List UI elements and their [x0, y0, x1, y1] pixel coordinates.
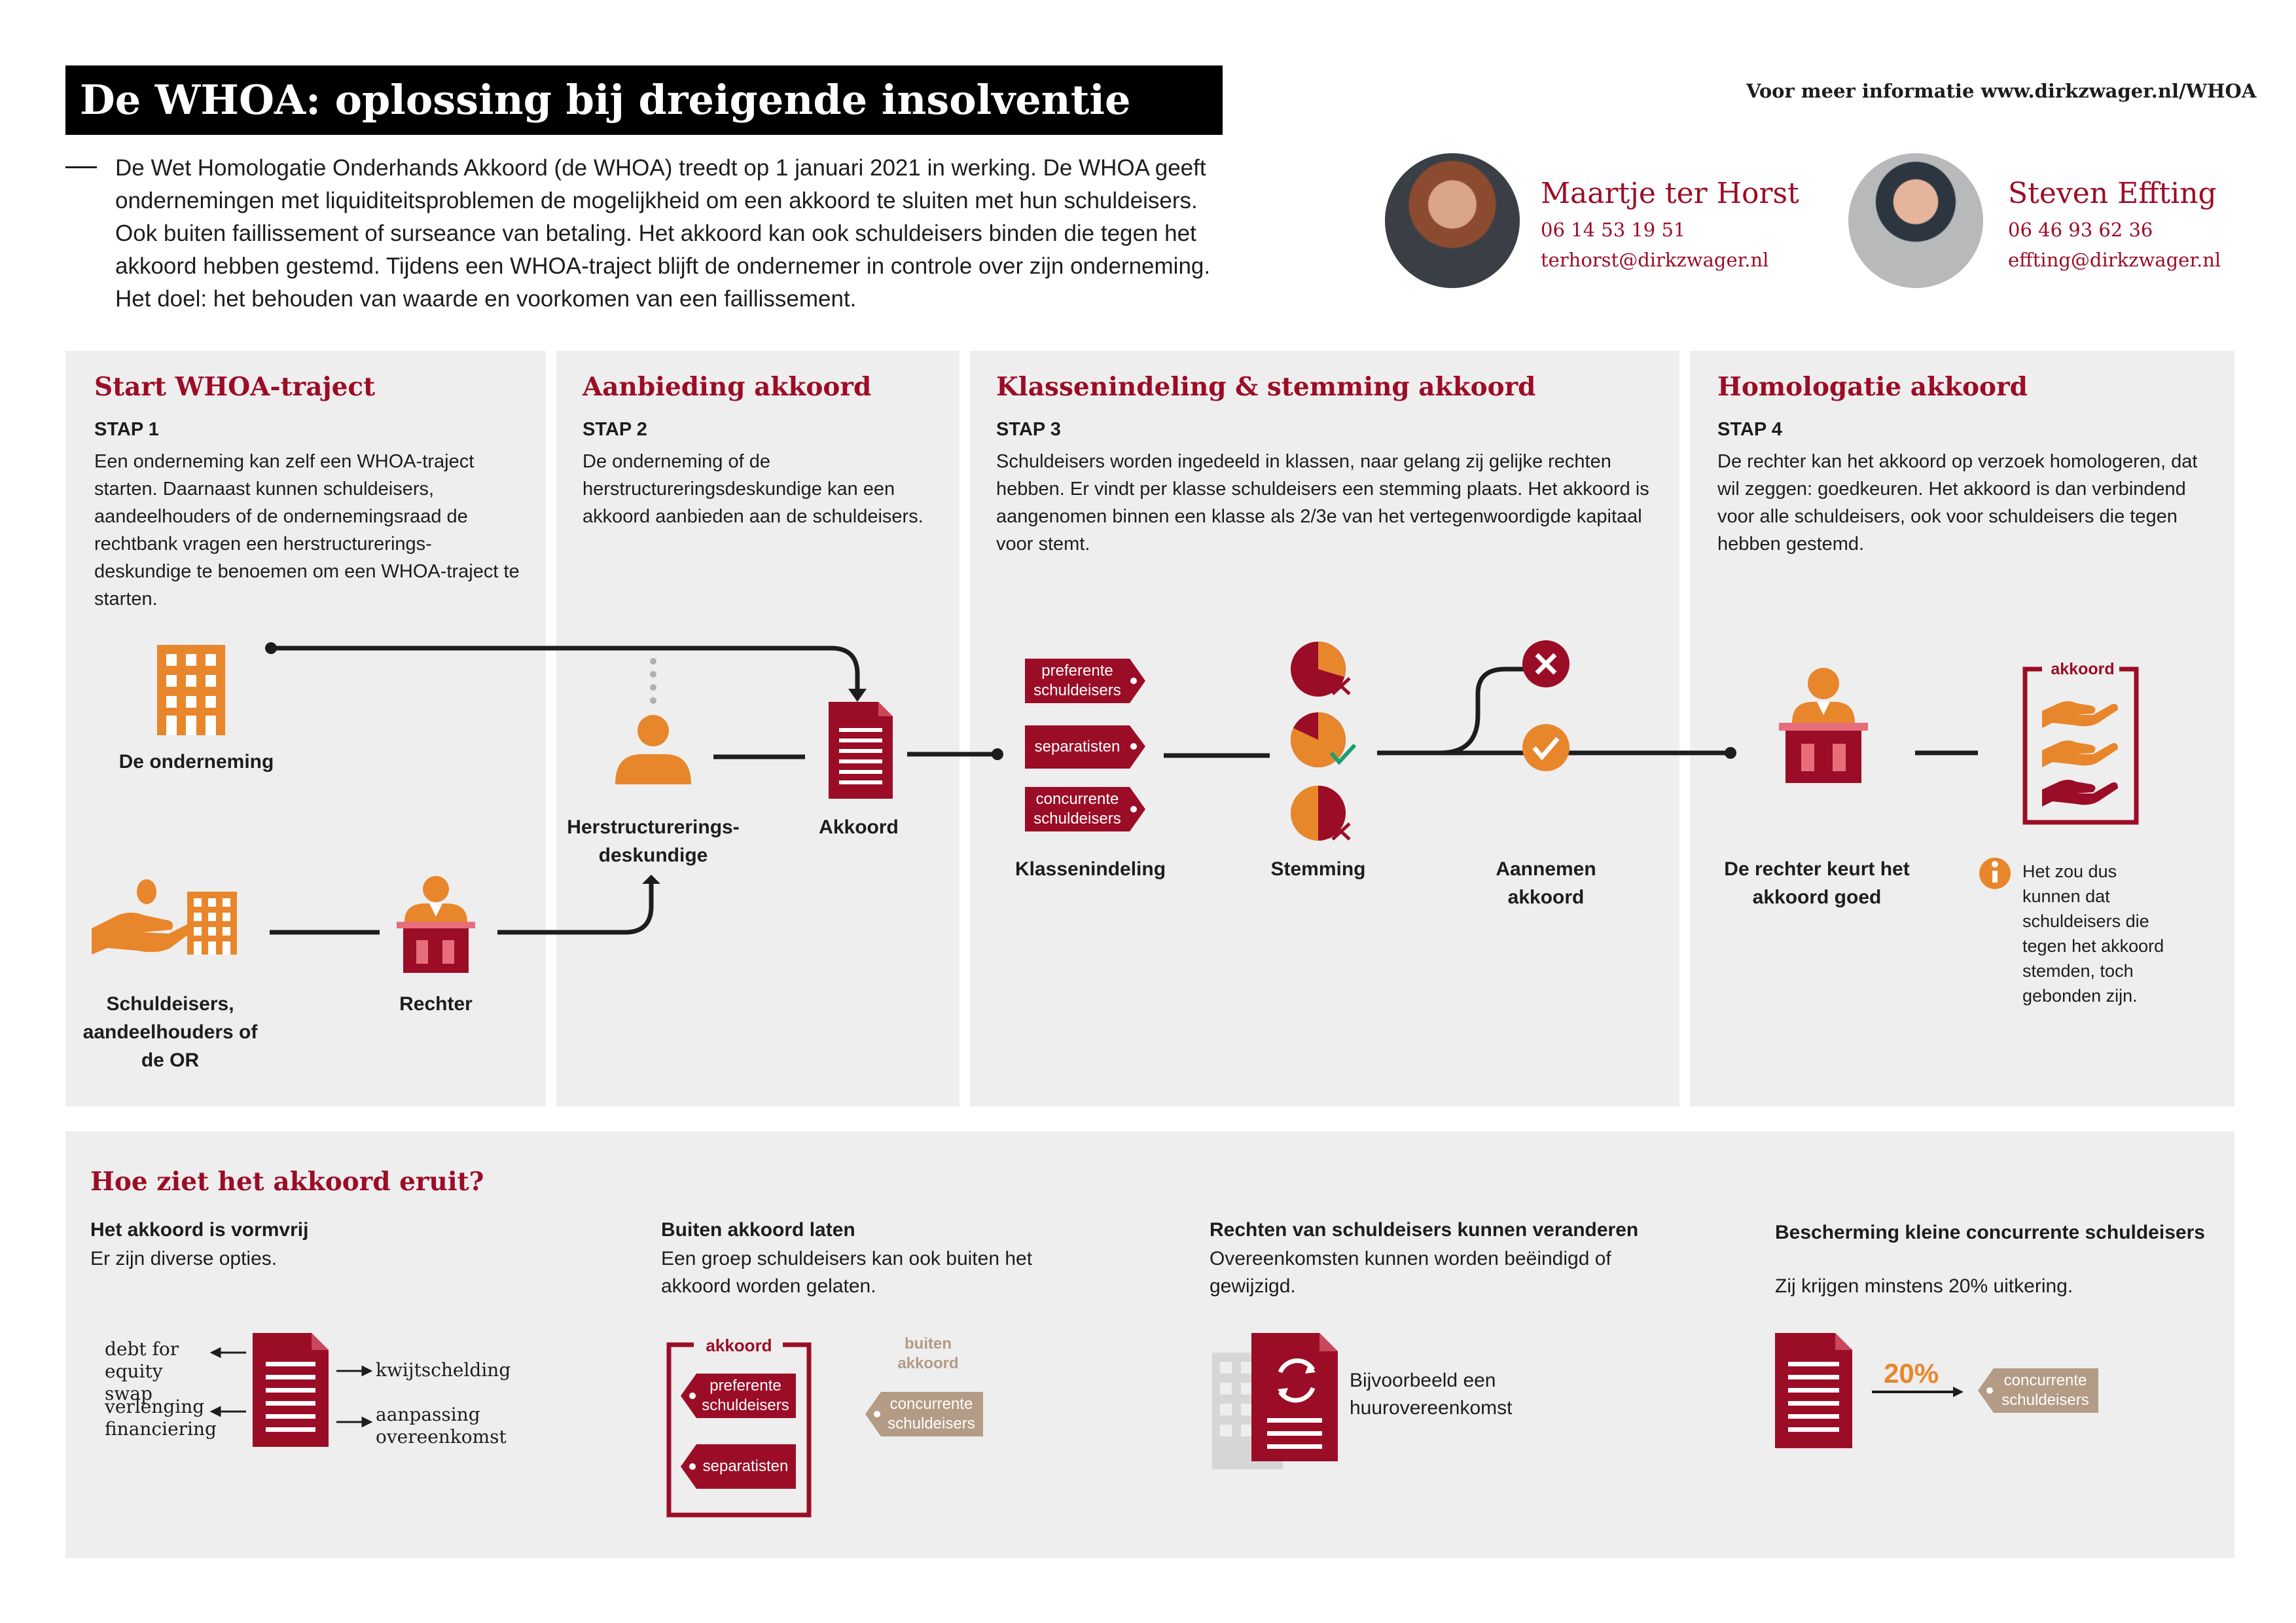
- avatar-2: [1848, 153, 1983, 288]
- pie-icon-2: [1290, 712, 1357, 767]
- bottom-col-4-heading: Bescherming kleine concurrente schuldeis…: [1775, 1222, 2205, 1243]
- document-refresh-icon: [1251, 1333, 1338, 1461]
- judge-icon-2: [1779, 668, 1868, 783]
- bottom-col-1-text: Er zijn diverse opties.: [90, 1248, 278, 1269]
- info-icon: [1979, 858, 2011, 889]
- hand-coin-icon: [92, 879, 196, 955]
- tag-in-label-1: preferente schuldeisers: [702, 1377, 789, 1414]
- dotted-line: [650, 658, 656, 704]
- tag-in-preferente: [681, 1374, 796, 1418]
- option-arrows: [209, 1347, 373, 1428]
- arrow-right-icon: [1872, 1387, 1964, 1397]
- tag-protected-label: concurrente schuldeisers: [2001, 1372, 2089, 1409]
- dot-start: [265, 642, 277, 654]
- label-deskundige: Herstructurerings-deskundige: [567, 816, 740, 866]
- judge-icon: [397, 876, 475, 973]
- label-rechter: Rechter: [399, 993, 473, 1015]
- contact-2-email[interactable]: effting@dirkzwager.nl: [2008, 249, 2221, 271]
- person-icon: [615, 715, 691, 784]
- bottom-col-3-text: Overeenkomsten kunnen worden beëindigd o…: [1210, 1248, 1611, 1297]
- tag-label-separatisten: separatisten: [1034, 738, 1121, 756]
- step-1-title: Start WHOA-traject: [94, 372, 376, 402]
- step-3-text: Schuldeisers worden ingedeeld in klassen…: [996, 451, 1649, 555]
- step-4-text: De rechter kan het akkoord op verzoek ho…: [1717, 451, 2198, 555]
- example-text: Bijvoorbeeld een huurovereenkomst: [1350, 1370, 1513, 1419]
- page-title: De WHOA: oplossing bij dreigende insolve…: [65, 65, 1223, 135]
- label-klassenindeling: Klassenindeling: [1014, 858, 1166, 880]
- panel-bottom: [65, 1131, 2234, 1558]
- tag-concurrente: [1025, 787, 1145, 831]
- tag-preferente: [1025, 659, 1145, 703]
- intro-text: De Wet Homologatie Onderhands Akkoord (d…: [115, 155, 1211, 312]
- document-icon-bottom-4: [1775, 1333, 1852, 1448]
- intro-dash: [65, 166, 97, 168]
- step-3-label: STAP 3: [996, 419, 1061, 440]
- building-icon: [157, 645, 225, 735]
- arrow-head-deskundige: [642, 875, 660, 884]
- label-rechter-keurt: De rechter keurt het akkoord goed: [1724, 858, 1910, 908]
- buiten-label: buiten akkoord: [897, 1335, 959, 1372]
- tag-protected-concurrente: [1978, 1368, 2098, 1413]
- option-verlenging: verlenging financiering: [105, 1396, 217, 1440]
- bottom-title: Hoe ziet het akkoord eruit?: [90, 1167, 484, 1197]
- label-akkoord: Akkoord: [819, 816, 899, 838]
- board-label: akkoord: [2051, 660, 2115, 678]
- tag-label-preferente: preferente schuldeisers: [1033, 662, 1121, 699]
- pie-icon-3: [1291, 786, 1351, 841]
- avatar-1: [1385, 153, 1520, 288]
- step-2-label: STAP 2: [583, 419, 647, 440]
- label-stemming: Stemming: [1270, 858, 1366, 880]
- line-rechter-deskundige: [497, 883, 654, 935]
- option-kwijtschelding: kwijtschelding: [376, 1359, 511, 1381]
- step-1-label: STAP 1: [94, 419, 159, 440]
- bottom-col-2-text: Een groep schuldeisers kan ook buiten he…: [661, 1248, 1033, 1297]
- tag-in-label-2: separatisten: [702, 1457, 789, 1475]
- line-to-reject: [1439, 666, 1525, 756]
- akkoord-box: [666, 1336, 983, 1518]
- bottom-col-4-text: Zij krijgen minstens 20% uitkering.: [1775, 1275, 2073, 1297]
- tag-label-concurrente: concurrente schuldeisers: [1033, 790, 1121, 828]
- accept-icon: [1522, 724, 1570, 771]
- contact-2-phone[interactable]: 06 46 93 62 36: [2008, 219, 2153, 241]
- akkoord-box-label: akkoord: [706, 1336, 772, 1355]
- tag-separatisten: [1025, 725, 1145, 769]
- option-aanpassing: aanpassing overeenkomst: [376, 1404, 507, 1448]
- tag-in-separatisten: [681, 1444, 796, 1489]
- option-debt-swap: debt for equity swap: [105, 1338, 179, 1404]
- dot-rechter: [1725, 747, 1736, 759]
- bottom-col-2-heading: Buiten akkoord laten: [661, 1219, 855, 1241]
- akkoord-board-icon: [2022, 661, 2139, 825]
- tag-out-concurrente: [865, 1392, 983, 1436]
- document-icon: [829, 702, 893, 799]
- small-building-icon: [187, 892, 237, 955]
- arrow-head-akkoord: [848, 689, 867, 702]
- step-1-text: Een onderneming kan zelf een WHOA-trajec…: [94, 451, 520, 610]
- note-text: Het zou dus kunnen dat schuldeisers die …: [2022, 862, 2164, 1006]
- pie-icon-1: [1291, 642, 1351, 697]
- panel-step-1: [65, 351, 546, 1106]
- info-link[interactable]: Voor meer informatie www.dirkzwager.nl/W…: [1746, 80, 2257, 102]
- dot-klassen: [992, 748, 1003, 760]
- contact-1-phone[interactable]: 06 14 53 19 51: [1541, 219, 1686, 241]
- label-schuldeisers: Schuldeisers, aandeelhouders of de OR: [82, 993, 258, 1071]
- document-icon-bottom-1: [253, 1333, 329, 1447]
- bottom-col-1-heading: Het akkoord is vormvrij: [90, 1219, 309, 1241]
- line-onderneming-akkoord: [271, 646, 860, 691]
- contact-1-name: Maartje ter Horst: [1541, 177, 1799, 210]
- step-4-title: Homologatie akkoord: [1717, 372, 2028, 402]
- bottom-col-3-heading: Rechten van schuldeisers kunnen verander…: [1210, 1219, 1639, 1241]
- step-4-label: STAP 4: [1717, 419, 1782, 440]
- contact-1-email[interactable]: terhorst@dirkzwager.nl: [1541, 249, 1769, 271]
- contact-2-name: Steven Effting: [2008, 177, 2217, 210]
- step-3-title: Klassenindeling & stemming akkoord: [996, 372, 1536, 402]
- step-2-text: De onderneming of de herstructureringsde…: [583, 451, 924, 527]
- percent-label: 20%: [1884, 1358, 1939, 1389]
- tag-out-label: concurrente schuldeisers: [888, 1395, 975, 1432]
- label-aannemen: Aannemen akkoord: [1496, 858, 1596, 908]
- reject-icon: [1522, 640, 1570, 687]
- step-2-title: Aanbieding akkoord: [583, 372, 872, 402]
- label-onderneming: De onderneming: [118, 751, 274, 773]
